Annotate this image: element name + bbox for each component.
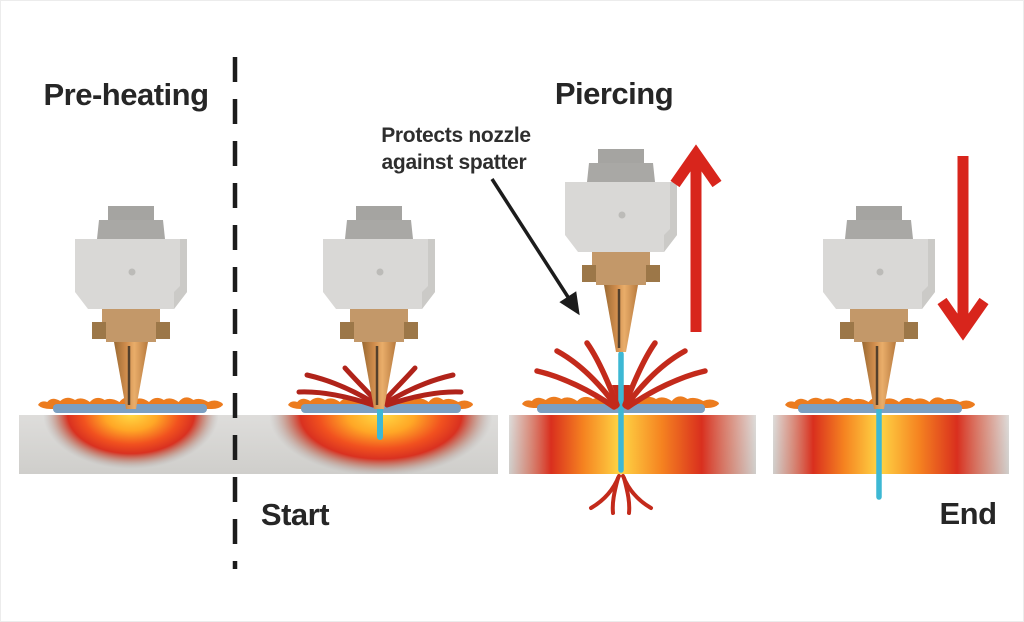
annotation-text-line2: against spatter bbox=[382, 151, 527, 174]
annotation-arrow-icon bbox=[490, 178, 580, 316]
laser-beams bbox=[377, 351, 882, 500]
cutting-head-preheating bbox=[73, 204, 189, 411]
spatter-start bbox=[296, 365, 464, 408]
stage-label-piercing: Piercing bbox=[555, 76, 673, 111]
melt-pools bbox=[38, 396, 975, 413]
stage-label-start: Start bbox=[261, 497, 329, 532]
stage-label-preheating: Pre-heating bbox=[43, 77, 208, 112]
heat-zone-end bbox=[773, 415, 1009, 474]
move-up-arrow-icon bbox=[670, 144, 722, 332]
cutting-head-start bbox=[321, 204, 437, 411]
heat-zones bbox=[43, 415, 1009, 474]
cutting-head-piercing-raised bbox=[563, 147, 679, 354]
cutting-head-end bbox=[821, 204, 937, 411]
stage-label-end: End bbox=[939, 496, 996, 531]
heat-zone-piercing bbox=[509, 415, 756, 474]
spatter-piercing bbox=[534, 340, 708, 410]
heat-zone-preheating bbox=[43, 415, 219, 469]
move-down-arrow-icon bbox=[937, 156, 989, 341]
spatter-below-plate bbox=[589, 474, 653, 515]
annotation-text-line1: Protects nozzle bbox=[381, 124, 531, 147]
heat-zone-start bbox=[269, 415, 493, 474]
